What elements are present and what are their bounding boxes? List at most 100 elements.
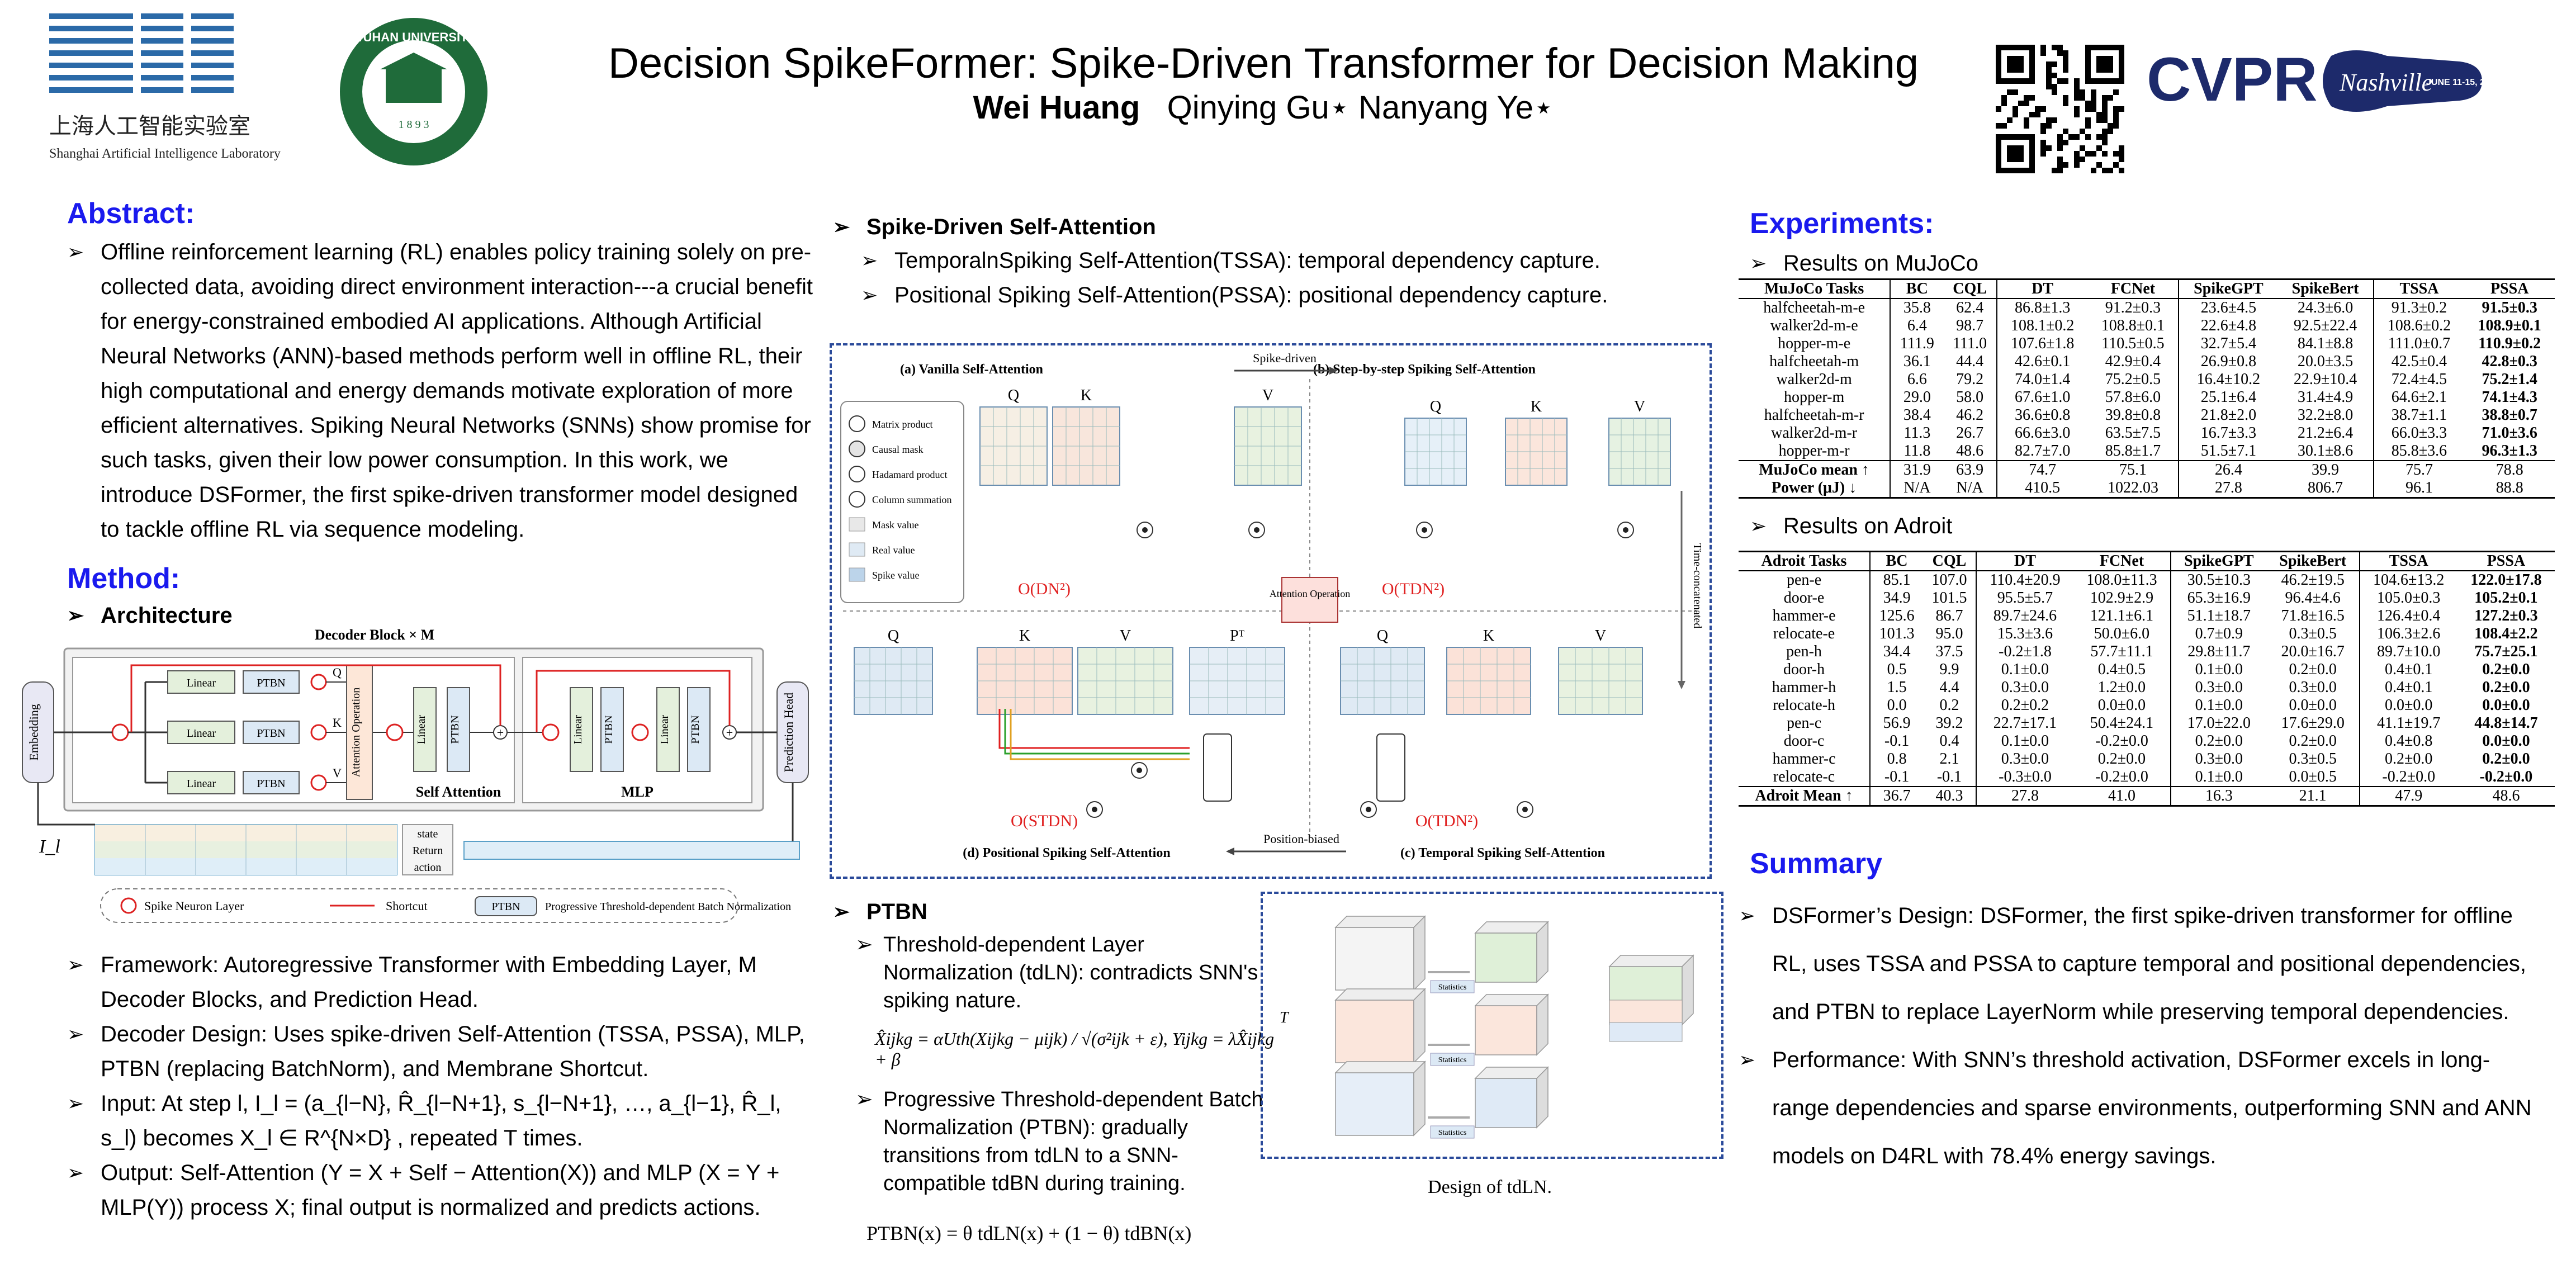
complexity-tdn2-c: O(TDN²): [1415, 812, 1478, 830]
matrix-label: Pᵀ: [1230, 627, 1244, 645]
sdsa-legend-item: Matrix product: [872, 419, 932, 430]
cvpr-city: Nashville: [2339, 69, 2432, 96]
complexity-dn2: O(DN²): [1018, 580, 1071, 598]
sdsa-figure: (a) Vanilla Self-Attention (b) Step-by-s…: [830, 343, 1712, 879]
time-concat-label: Time-concatenated: [1691, 543, 1703, 629]
matrix-label: V: [1595, 627, 1606, 645]
sdsa-legend-item: Mask value: [872, 519, 918, 531]
qkv-ptbn-label: PTBN: [257, 677, 285, 689]
ptbn-heading: PTBN: [833, 894, 1258, 929]
matrix-label: Q: [1430, 398, 1441, 415]
state-label: state: [418, 828, 438, 840]
cvpr-label: CVPR: [2147, 45, 2318, 114]
fig-d-caption: (d) Positional Spiking Self-Attention: [963, 846, 1170, 860]
sdsa-legend-item: Causal mask: [872, 444, 924, 455]
qkv-linear-label: Linear: [187, 677, 216, 689]
self-attention-label: Self Attention: [416, 784, 501, 800]
qr-code[interactable]: [1996, 45, 2124, 173]
ptbn-b2-text: Progressive Threshold-dependent Batch No…: [883, 1088, 1263, 1195]
svg-text:T: T: [1280, 1009, 1290, 1026]
matrix-label: K: [1019, 627, 1030, 645]
architecture-label: Architecture: [67, 598, 402, 633]
decoder-block-label: Decoder Block × M: [315, 627, 434, 643]
experiments-heading: Experiments:: [1750, 207, 1934, 240]
architecture-figure: Decoder Block × M Embedding Prediction H…: [17, 626, 822, 939]
legend-ptbn-label: Progressive Threshold-dependent Batch No…: [545, 901, 791, 913]
sdsa-pssa: Positional Spiking Self-Attention(PSSA):…: [861, 278, 1711, 312]
sdsa-heading: Spike-Driven Self-Attention: [833, 210, 1705, 244]
abstract-text: Offline reinforcement learning (RL) enab…: [67, 235, 816, 547]
adroit-label: Results on Adroit: [1750, 509, 2085, 543]
legend-ptbn-box: PTBN: [491, 901, 520, 913]
statistics-label: Statistics: [1438, 1129, 1467, 1137]
sdsa-legend-item: Spike value: [872, 570, 919, 581]
matrix-label: V: [1634, 398, 1645, 415]
shanghai-ai-lab-logo: 上海人工智能实验室 Shanghai Artificial Intelligen…: [49, 13, 306, 164]
sdsa-legend-item: Real value: [872, 544, 915, 556]
action-label: action: [414, 861, 442, 874]
statistics-label: Statistics: [1438, 983, 1467, 992]
lead-author: Wei Huang: [973, 89, 1140, 126]
qkv-ptbn-label: PTBN: [257, 727, 285, 740]
ptbn-b1-text: Threshold-dependent Layer Normalization …: [883, 933, 1258, 1012]
author-list: Wei Huang Qinying Gu⋆ Nanyang Ye⋆: [604, 88, 1923, 126]
abstract-heading: Abstract:: [67, 197, 195, 230]
il-label: I_l: [39, 836, 60, 857]
embedding-label: Embedding: [27, 704, 41, 760]
mlp-label: MLP: [621, 784, 654, 800]
qkv-linear-label: Linear: [187, 727, 216, 740]
prediction-head-label: Prediction Head: [782, 693, 795, 772]
co-authors: Qinying Gu⋆ Nanyang Ye⋆: [1167, 89, 1554, 126]
cvpr-logo: CVPR Nashville JUNE 11-15, 2025: [2147, 39, 2538, 123]
ptbn-formula-2: PTBN(x) = θ tdLN(x) + (1 − θ) tdBN(x): [866, 1222, 1192, 1244]
qkv-linear-label: Linear: [187, 778, 216, 790]
wuhan-university-logo: WUHAN UNIVERSITY 1 8 9 3: [335, 13, 492, 170]
summary-heading: Summary: [1750, 847, 1882, 880]
mlp-linear1-label: Linear: [572, 715, 584, 745]
fig-b-caption: (b) Step-by-step Spiking Self-Attention: [1313, 362, 1536, 377]
method-bullets: Framework: Autoregressive Transformer wi…: [67, 948, 816, 1225]
method-bullet-input: Input: At step l, I_l = (a_{l−N}, R̂_{l−…: [67, 1086, 816, 1156]
legend-shortcut-label: Shortcut: [386, 899, 428, 913]
svg-text:+: +: [726, 726, 733, 740]
shanghai-en-label: Shanghai Artificial Intelligence Laborat…: [49, 146, 281, 161]
mujoco-label: Results on MuJoCo: [1750, 246, 2085, 281]
wuhan-year: 1 8 9 3: [399, 119, 429, 131]
svg-text:+: +: [497, 726, 504, 740]
qkv-letter: V: [333, 766, 342, 780]
method-bullet-framework: Framework: Autoregressive Transformer wi…: [67, 948, 816, 1017]
poster-title: Decision SpikeFormer: Spike-Driven Trans…: [608, 40, 1919, 87]
matrix-label: Q: [1008, 387, 1019, 404]
complexity-stdn: O(STDN): [1011, 812, 1078, 830]
matrix-label: K: [1483, 627, 1494, 645]
wuhan-label: WUHAN UNIVERSITY: [352, 30, 476, 44]
matrix-label: K: [1081, 387, 1092, 404]
ptbn-bullet-ptbn: ➢Progressive Threshold-dependent Batch N…: [855, 1088, 1263, 1195]
matrix-label: Q: [1377, 627, 1388, 645]
return-label: Return: [413, 845, 443, 857]
complexity-tdn2-b: O(TDN²): [1382, 580, 1445, 598]
